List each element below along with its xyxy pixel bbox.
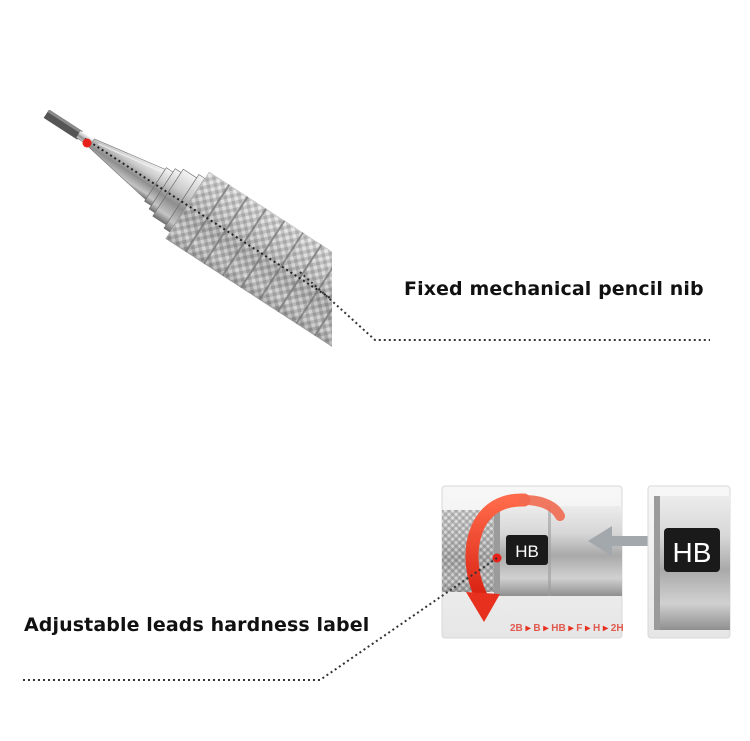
scale-2h: 2H bbox=[611, 623, 624, 634]
hardness-label-caption: Adjustable leads hardness label bbox=[24, 614, 370, 636]
scale-hb: HB bbox=[551, 623, 565, 634]
curved-rotate-arrow-icon bbox=[465, 493, 565, 622]
scale-2b: 2B bbox=[510, 623, 523, 634]
nib-leader-line bbox=[299, 271, 710, 341]
nib-caption: Fixed mechanical pencil nib bbox=[404, 278, 704, 300]
hardness-badge-label: HB bbox=[673, 537, 712, 568]
pencil-lead bbox=[43, 110, 83, 140]
hardness-inset-image: HB 2B ▸ B ▸ HB ▸ F ▸ H ▸ 2H bbox=[441, 485, 731, 639]
nib-pointer-dot bbox=[82, 138, 92, 148]
scale-h: H bbox=[593, 623, 600, 634]
left-arrow-icon bbox=[588, 526, 664, 556]
hardness-window bbox=[506, 535, 548, 565]
scale-b: B bbox=[533, 623, 540, 634]
hardness-badge bbox=[664, 528, 720, 572]
label-leader-line bbox=[22, 557, 498, 681]
scale-f: F bbox=[576, 623, 582, 634]
hardness-scale: 2B ▸ B ▸ HB ▸ F ▸ H ▸ 2H bbox=[510, 623, 624, 634]
pencil-nib-image bbox=[43, 110, 332, 350]
hardness-window-label: HB bbox=[515, 542, 539, 561]
